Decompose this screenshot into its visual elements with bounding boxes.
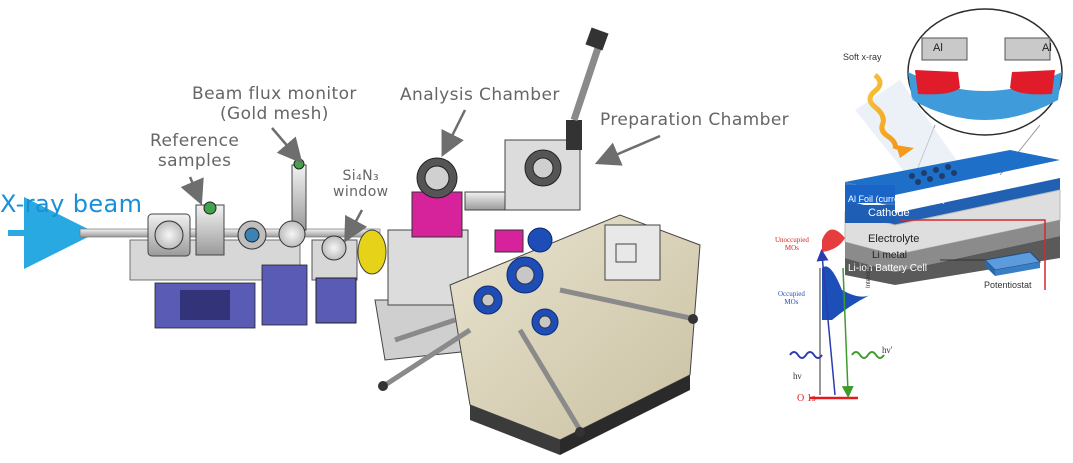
circuit-wire bbox=[900, 219, 1046, 290]
zoom-inset bbox=[907, 8, 1063, 176]
unoccupied-line1: Unoccupied bbox=[775, 236, 809, 244]
beam-pipe bbox=[79, 228, 381, 238]
hv-in-label: hν bbox=[793, 371, 802, 381]
preparation-arrow bbox=[594, 134, 661, 166]
hv-out-label: hν' bbox=[882, 345, 893, 355]
window-label: Si₄N₃ window bbox=[333, 168, 389, 200]
window-word: window bbox=[333, 184, 389, 200]
reference-line1: Reference bbox=[150, 131, 240, 151]
soft-xray-label: Soft x-ray bbox=[843, 52, 882, 62]
manipulator-arms bbox=[383, 287, 691, 432]
analysis-ports bbox=[473, 227, 559, 336]
reference-samples-label: Reference samples bbox=[150, 131, 239, 171]
window-formula: Si₄N₃ bbox=[342, 168, 379, 184]
arm-end bbox=[378, 381, 388, 391]
energy-diagram bbox=[789, 229, 885, 400]
xray-cone bbox=[855, 80, 960, 185]
intensity-label: Intensity bbox=[866, 265, 872, 288]
unoccupied-line2: MOs bbox=[784, 244, 799, 252]
potentiostat-box bbox=[983, 251, 1042, 276]
al-left-label: Al bbox=[933, 42, 943, 54]
preparation-chamber bbox=[504, 27, 609, 211]
al-foil-label: Al Foil (current collector) bbox=[848, 194, 946, 204]
li-metal-label: Li metal bbox=[872, 250, 908, 261]
beam-flux-monitor bbox=[261, 158, 308, 326]
window-section bbox=[311, 235, 358, 324]
arm-end bbox=[688, 314, 698, 324]
occupied-line1: Occupied bbox=[778, 290, 805, 298]
reference-line2: samples bbox=[157, 151, 232, 171]
window-arrow bbox=[344, 209, 368, 243]
reference-arrow bbox=[180, 176, 204, 206]
xray-beam-label: X-ray beam bbox=[0, 190, 143, 218]
soft-xray-wave bbox=[867, 73, 898, 150]
al-right-label: Al bbox=[1042, 42, 1052, 54]
cathode-label: Cathode bbox=[868, 207, 910, 219]
occupied-mos-label: Occupied MOs bbox=[778, 290, 805, 306]
preparation-chamber-label: Preparation Chamber bbox=[600, 110, 790, 130]
unoccupied-mos-label: Unoccupied MOs bbox=[775, 236, 809, 252]
beam-flux-line1: Beam flux monitor bbox=[192, 84, 357, 104]
beam-flux-line2: (Gold mesh) bbox=[219, 104, 329, 124]
flux-arrow bbox=[271, 127, 303, 164]
arm-end bbox=[575, 427, 585, 437]
li-ion-cell-label: Li-ion Battery Cell bbox=[848, 263, 927, 274]
occupied-line2: MOs bbox=[784, 298, 799, 306]
core-level-label: O 1s bbox=[797, 393, 816, 404]
beam-flux-label: Beam flux monitor (Gold mesh) bbox=[192, 84, 357, 124]
potentiostat-label: Potentiostat bbox=[984, 280, 1032, 290]
electrolyte-label: Electrolyte bbox=[868, 233, 920, 245]
analysis-arrow bbox=[441, 109, 467, 157]
analysis-chamber-label: Analysis Chamber bbox=[400, 85, 560, 105]
soft-xray-head bbox=[896, 145, 914, 158]
